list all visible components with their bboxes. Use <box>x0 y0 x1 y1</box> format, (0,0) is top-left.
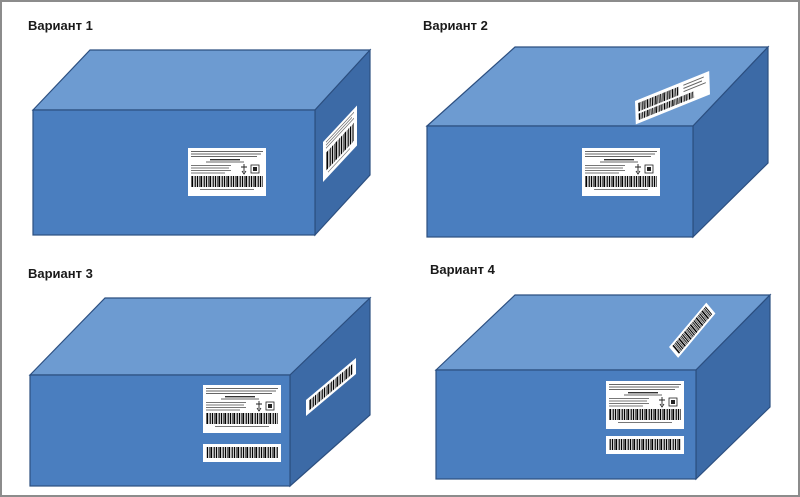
variant-4-title: Вариант 4 <box>430 262 495 277</box>
box-1-top <box>31 49 372 111</box>
box-1-side-label <box>323 105 357 182</box>
variant-1-title: Вариант 1 <box>28 18 93 33</box>
box-2-top-label <box>635 71 710 125</box>
box-4-front-label <box>605 380 685 430</box>
variant-3-title: Вариант 3 <box>28 266 93 281</box>
box-4-top-barcode <box>669 302 716 358</box>
box-variant-2 <box>425 45 770 239</box>
box-variant-3 <box>28 296 372 488</box>
box-2-front-label <box>581 147 661 197</box>
box-3-front-label <box>202 384 282 434</box>
box-variant-4 <box>434 293 772 481</box>
box-1-front-label <box>187 147 267 197</box>
box-1-front <box>32 109 316 236</box>
box-variant-1 <box>31 48 372 237</box>
box-3-side-barcode <box>306 358 356 416</box>
variant-2-title: Вариант 2 <box>423 18 488 33</box>
